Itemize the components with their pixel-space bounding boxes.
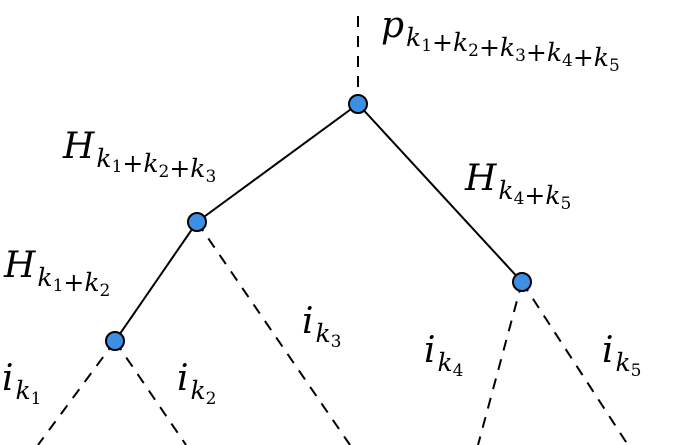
- label-i-k3: ik3: [302, 301, 342, 352]
- label-h-k4k5: Hk4+k5: [464, 158, 571, 214]
- leaf-edge-k5: [521, 281, 629, 445]
- label-subscript: k4+k5: [498, 176, 571, 214]
- label-base: H: [464, 158, 497, 199]
- leaf-edge-k3: [196, 221, 351, 445]
- leaf-edge-k2: [114, 340, 187, 445]
- leaf-edge-k4: [477, 281, 523, 445]
- leaf-edge-k1: [37, 340, 116, 445]
- label-base: H: [3, 245, 36, 286]
- label-subscript: k4: [438, 348, 464, 381]
- label-subscript: k1: [16, 376, 42, 409]
- label-base: i: [177, 358, 189, 399]
- label-subscript: k5: [616, 348, 642, 381]
- label-i-k2: ik2: [177, 358, 217, 409]
- label-subscript: k2: [191, 376, 217, 409]
- label-base: i: [2, 358, 14, 399]
- label-i-k4: ik4: [424, 330, 464, 381]
- label-subscript: k1+k2+k3+k4+k5: [406, 23, 620, 76]
- label-base: H: [62, 126, 95, 167]
- label-p-root-output: pk1+k2+k3+k4+k5: [381, 5, 620, 76]
- root-node: [348, 94, 368, 114]
- edge-root-to-left-node: [196, 103, 359, 223]
- left-node: [187, 212, 207, 232]
- label-i-k5: ik5: [602, 330, 642, 381]
- bottom-left-node: [105, 331, 125, 351]
- label-h-k1k2k3: Hk1+k2+k3: [62, 126, 216, 187]
- label-subscript: k1+k2+k3: [96, 144, 216, 187]
- label-base: i: [602, 330, 614, 371]
- label-base: i: [424, 330, 436, 371]
- right-node: [512, 272, 532, 292]
- label-h-k1k2: Hk1+k2: [3, 245, 110, 301]
- label-i-k1: ik1: [2, 358, 42, 409]
- edge-root-to-right-node: [357, 103, 523, 283]
- label-base: i: [302, 301, 314, 342]
- edge-left-node-to-bottom-node: [114, 221, 198, 342]
- label-subscript: k3: [316, 319, 342, 352]
- label-subscript: k1+k2: [37, 263, 110, 301]
- label-base: p: [381, 5, 404, 46]
